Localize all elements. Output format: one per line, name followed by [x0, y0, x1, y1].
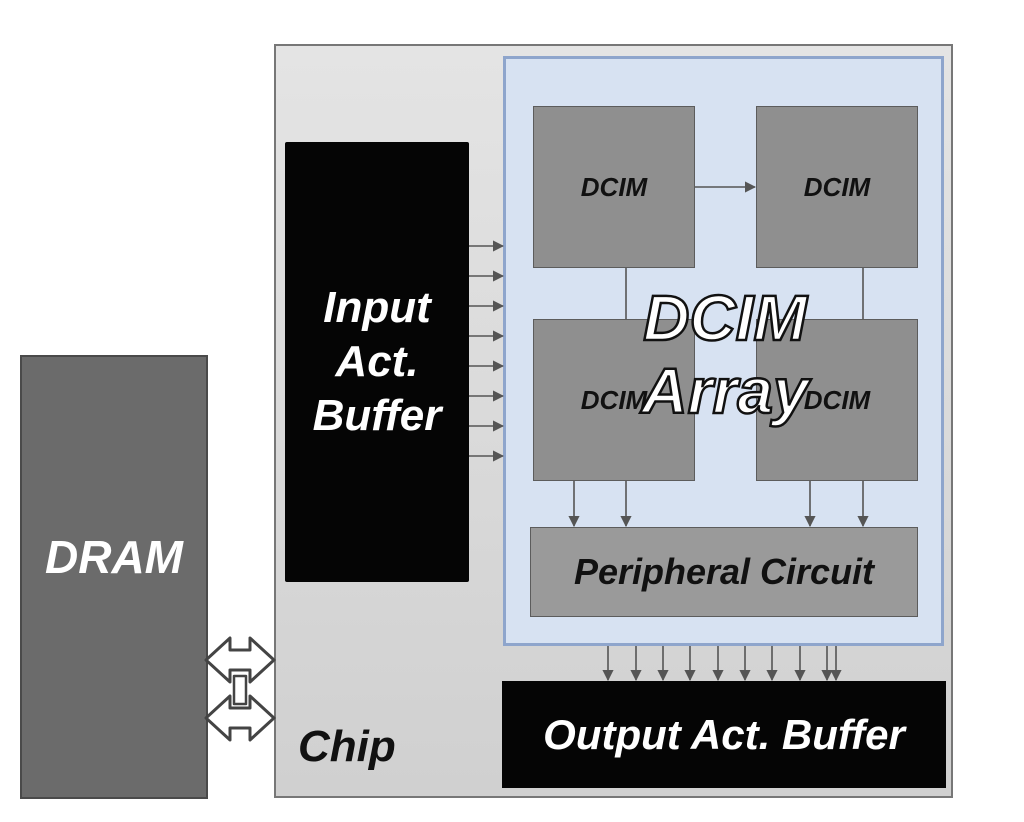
- dcim-unit-top-right: DCIM: [756, 106, 918, 268]
- dcim-unit-bottom-left: DCIM: [533, 319, 695, 481]
- input-activation-buffer: Input Act. Buffer: [285, 142, 469, 582]
- dcim-unit-bottom-right: DCIM: [756, 319, 918, 481]
- output-activation-buffer: Output Act. Buffer: [502, 681, 946, 788]
- dram-chip-bidirectional-arrow: [204, 636, 276, 684]
- dram-chip-connector: [232, 674, 248, 706]
- input-buffer-line-2: Act.: [335, 337, 419, 387]
- dcim-unit-label: DCIM: [803, 171, 871, 202]
- chip-label: Chip: [298, 722, 396, 771]
- input-buffer-line-1: Input: [323, 283, 431, 333]
- dcim-unit-label: DCIM: [580, 384, 648, 415]
- dcim-array-title-line-2: Array: [640, 354, 810, 428]
- output-buffer-label: Output Act. Buffer: [543, 710, 905, 758]
- dram-chip-bidirectional-arrow: [204, 694, 276, 742]
- dcim-array-title-line-1: DCIM: [642, 281, 808, 355]
- dcim-unit-top-left: DCIM: [533, 106, 695, 268]
- dram-block: DRAM: [20, 355, 208, 799]
- input-buffer-line-3: Buffer: [312, 390, 442, 440]
- peripheral-circuit: Peripheral Circuit: [530, 527, 918, 617]
- dram-label: DRAM: [45, 531, 183, 583]
- dcim-unit-label: DCIM: [803, 384, 871, 415]
- peripheral-label: Peripheral Circuit: [573, 551, 875, 592]
- dcim-array-title: DCIM Array: [590, 281, 860, 428]
- dcim-unit-label: DCIM: [580, 171, 648, 202]
